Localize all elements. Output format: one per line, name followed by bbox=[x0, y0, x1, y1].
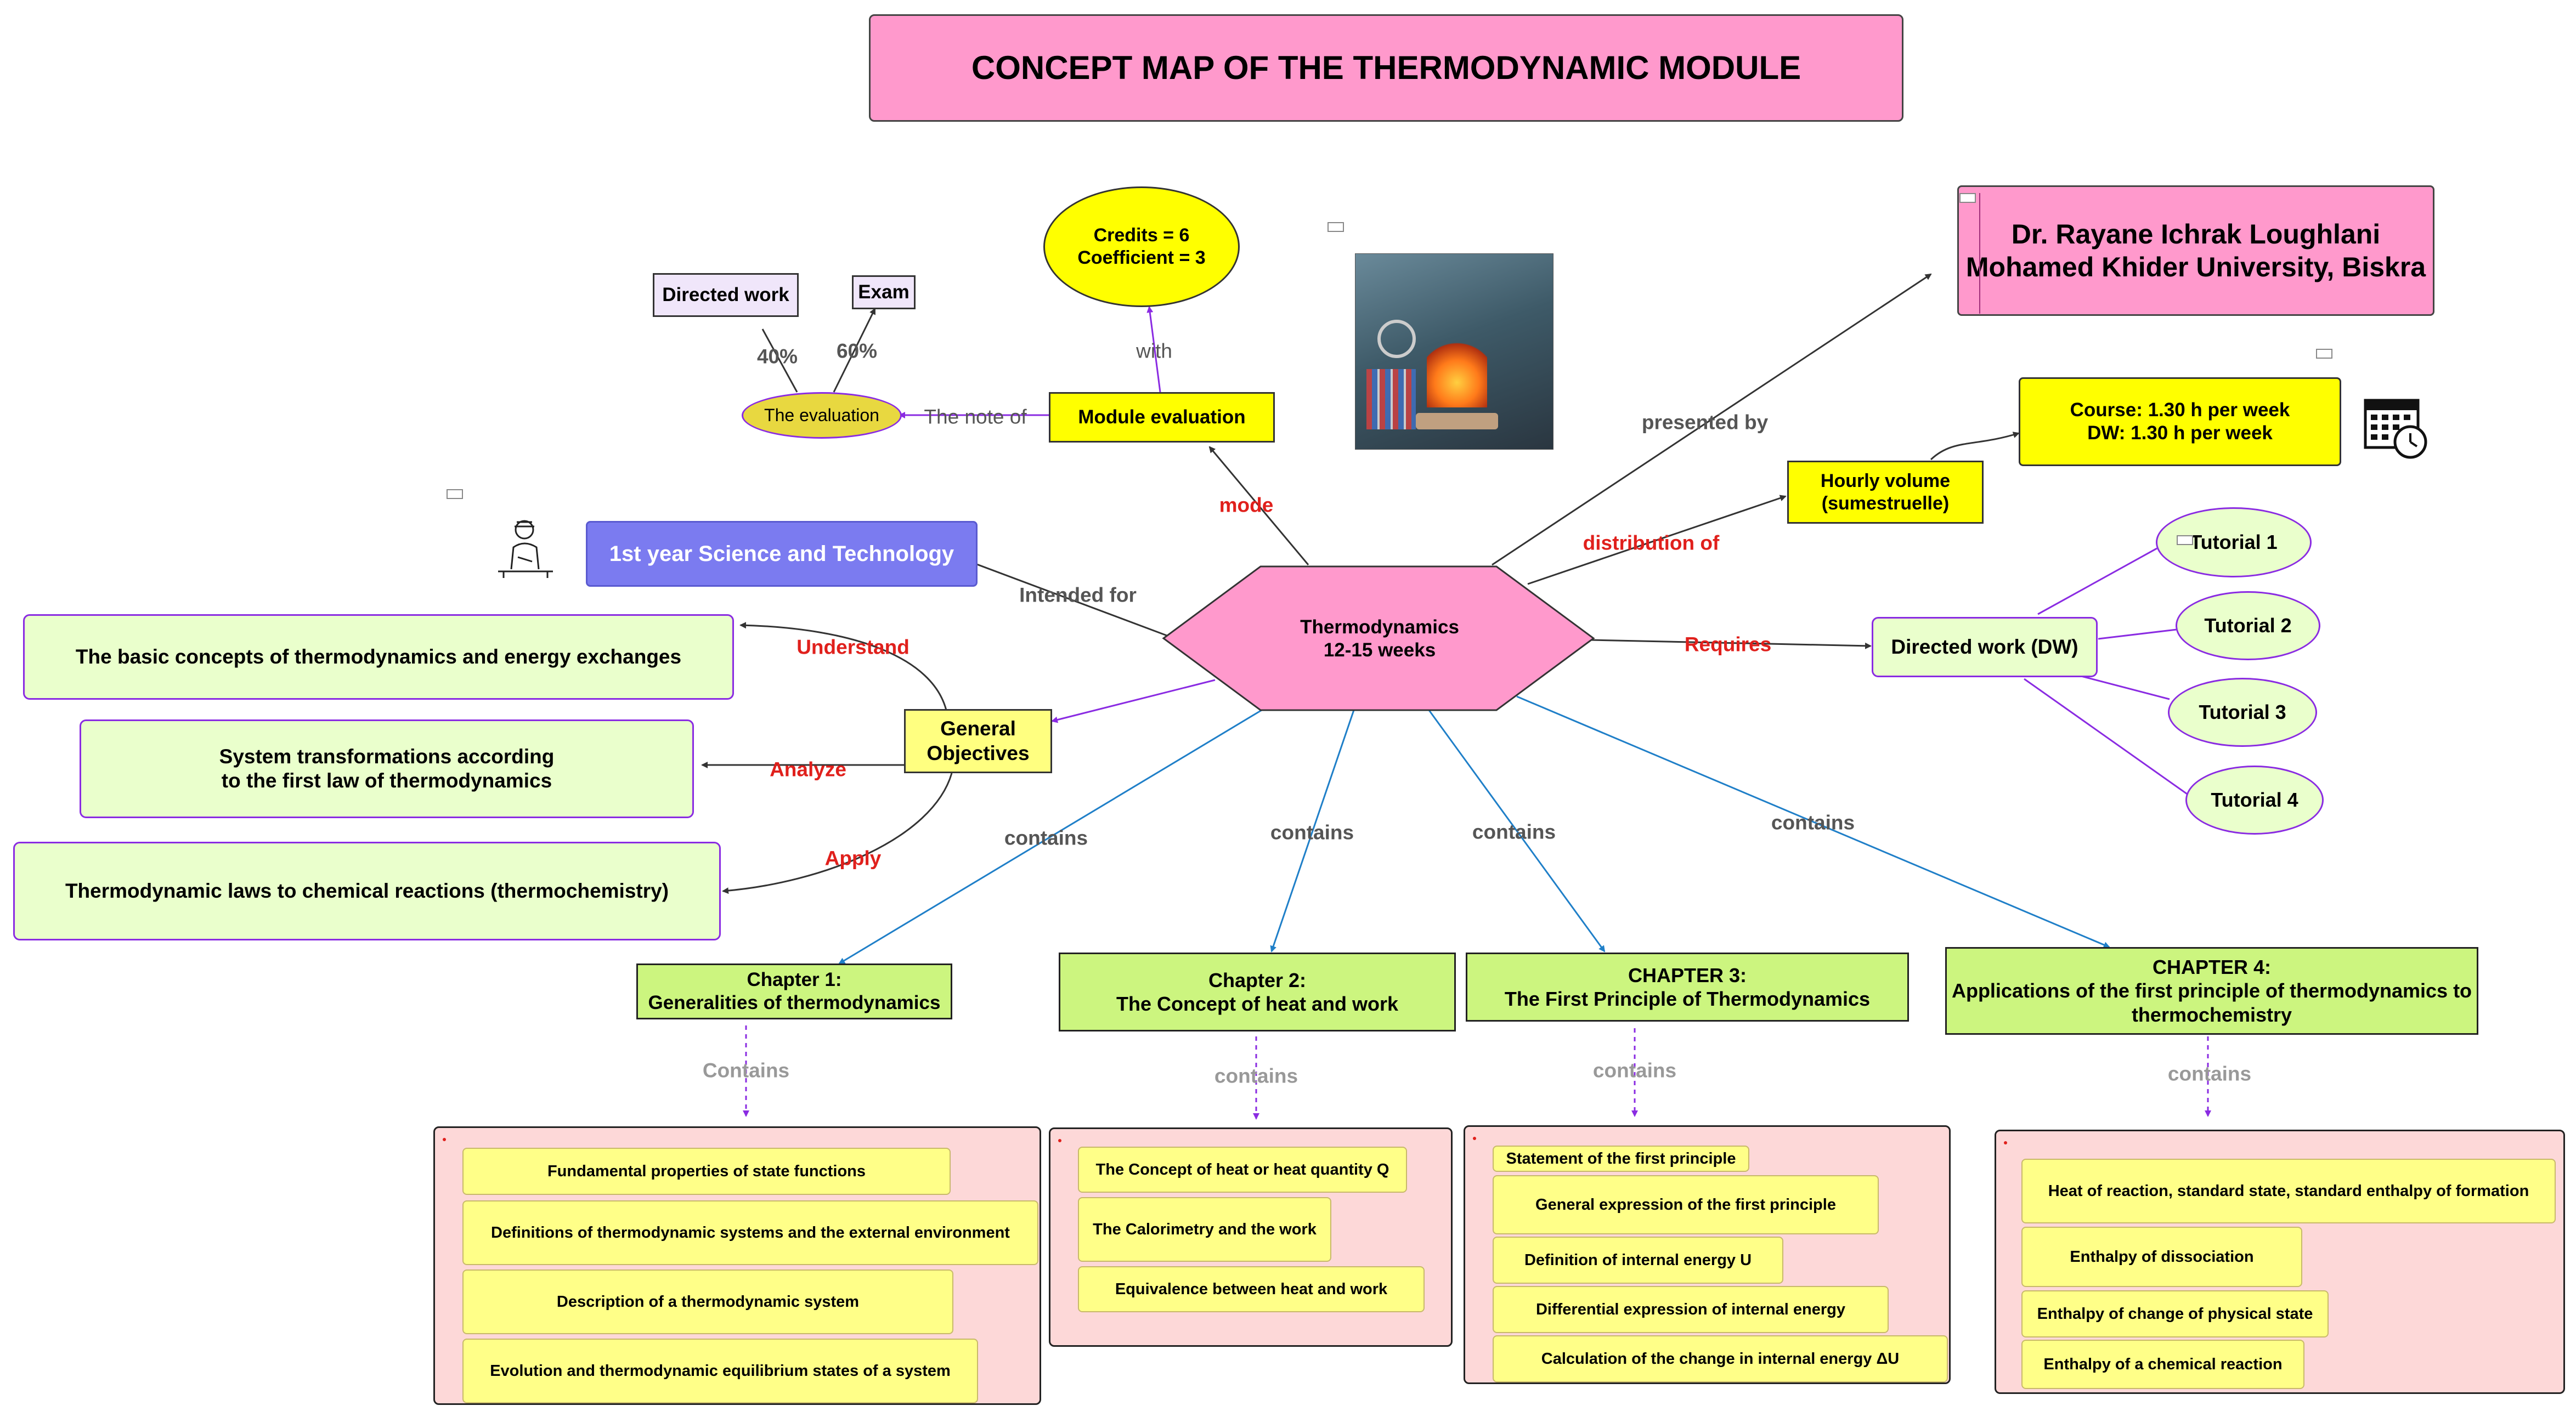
link-label-distribution-of: distribution of bbox=[1583, 531, 1720, 554]
audience-box: 1st year Science and Technology bbox=[586, 521, 978, 587]
chapter-3-panel: Statement of the first principle General… bbox=[1464, 1125, 1951, 1384]
panel-marker bbox=[443, 1138, 446, 1141]
link-label-Contains-1: Contains bbox=[702, 1059, 790, 1082]
note-icon bbox=[1959, 193, 1976, 203]
center-hexagon bbox=[1162, 565, 1595, 711]
link-label-mode: mode bbox=[1219, 494, 1274, 517]
link-label-intended-for: Intended for bbox=[1019, 583, 1137, 607]
chapter-2-item: The Calorimetry and the work bbox=[1078, 1197, 1331, 1262]
link-label-contains-1: contains bbox=[1004, 826, 1088, 849]
note-icon bbox=[2316, 349, 2332, 359]
chapter-4-item: Enthalpy of dissociation bbox=[2021, 1227, 2302, 1287]
chapter-4: CHAPTER 4: Applications of the first pri… bbox=[1945, 947, 2478, 1035]
note-icon bbox=[447, 489, 463, 499]
chapter-3-item: Definition of internal energy U bbox=[1493, 1237, 1783, 1284]
chapter-1: Chapter 1: Generalities of thermodynamic… bbox=[636, 963, 952, 1019]
link-label-contains-3: contains bbox=[1472, 820, 1556, 843]
gauge-icon bbox=[1377, 320, 1416, 358]
tutorial-4: Tutorial 4 bbox=[2185, 766, 2324, 835]
link-label-understand: Understand bbox=[796, 636, 909, 659]
chapter-4-item: Heat of reaction, standard state, standa… bbox=[2021, 1159, 2556, 1223]
center-topic: Thermodynamics 12-15 weeks bbox=[1300, 616, 1459, 661]
objective-apply: Thermodynamic laws to chemical reactions… bbox=[13, 842, 721, 940]
calendar-icon bbox=[2363, 396, 2427, 459]
student-icon bbox=[493, 514, 558, 580]
link-label-contains-2: contains bbox=[1270, 821, 1354, 844]
chapter-4-item: Enthalpy of change of physical state bbox=[2021, 1290, 2329, 1337]
directed-work-eval-box: Directed work bbox=[653, 273, 799, 317]
evaluation-oval: The evaluation bbox=[742, 392, 902, 439]
chapter-3-item: Calculation of the change in internal en… bbox=[1493, 1335, 1948, 1382]
page-title: CONCEPT MAP OF THE THERMODYNAMIC MODULE bbox=[869, 14, 1903, 122]
link-label-presented-by: presented by bbox=[1641, 411, 1769, 434]
chapter-3: CHAPTER 3: The First Principle of Thermo… bbox=[1466, 953, 1909, 1022]
tube-rack bbox=[1366, 369, 1416, 429]
link-label-note-of: The note of bbox=[924, 405, 1027, 428]
burner-base bbox=[1416, 413, 1498, 429]
chapter-2-item: The Concept of heat or heat quantity Q bbox=[1078, 1147, 1407, 1193]
link-label-apply: Apply bbox=[824, 847, 882, 870]
chapter-2-item: Equivalence between heat and work bbox=[1078, 1266, 1425, 1312]
chapter-4-item: Enthalpy of a chemical reaction bbox=[2021, 1340, 2304, 1389]
chapter-2-panel: The Concept of heat or heat quantity Q T… bbox=[1049, 1127, 1453, 1347]
tutorial-2: Tutorial 2 bbox=[2176, 591, 2320, 660]
link-label-60: 60% bbox=[836, 339, 878, 362]
link-label-contains-4: contains bbox=[1771, 811, 1855, 834]
link-label-Contains-3: contains bbox=[1592, 1059, 1677, 1082]
link-label-requires: Requires bbox=[1684, 633, 1772, 656]
chapter-3-item: General expression of the first principl… bbox=[1493, 1175, 1879, 1234]
objectives-box: General Objectives bbox=[904, 709, 1052, 773]
chapter-1-item: Fundamental properties of state function… bbox=[462, 1148, 951, 1195]
author-name: Dr. Rayane Ichrak Loughlani bbox=[2011, 219, 2381, 250]
tutorial-3: Tutorial 3 bbox=[2168, 678, 2317, 747]
chapter-1-panel: Fundamental properties of state function… bbox=[433, 1126, 1041, 1405]
link-label-Contains-2: contains bbox=[1214, 1064, 1298, 1087]
chapter-1-item: Description of a thermodynamic system bbox=[462, 1269, 953, 1334]
author-box: Dr. Rayane Ichrak Loughlani Mohamed Khid… bbox=[1957, 185, 2434, 316]
objective-analyze: System transformations according to the … bbox=[80, 719, 694, 818]
chapter-3-item: Differential expression of internal ener… bbox=[1493, 1286, 1889, 1333]
link-label-Contains-4: contains bbox=[2167, 1062, 2252, 1085]
panel-marker bbox=[1058, 1139, 1061, 1142]
panel-marker bbox=[1473, 1137, 1476, 1140]
module-evaluation-box: Module evaluation bbox=[1049, 392, 1275, 443]
directed-work-dw-box: Directed work (DW) bbox=[1872, 617, 2098, 677]
chapter-4-panel: Heat of reaction, standard state, standa… bbox=[1995, 1130, 2565, 1394]
author-affiliation: Mohamed Khider University, Biskra bbox=[1965, 252, 2426, 282]
link-label-analyze: Analyze bbox=[770, 758, 846, 781]
hourly-volume-box: Hourly volume (sumestruelle) bbox=[1787, 461, 1984, 524]
schedule-box: Course: 1.30 h per week DW: 1.30 h per w… bbox=[2019, 377, 2341, 466]
chapter-1-item: Definitions of thermodynamic systems and… bbox=[462, 1200, 1038, 1265]
chapter-2: Chapter 2: The Concept of heat and work bbox=[1059, 953, 1456, 1031]
flask-icon bbox=[1427, 336, 1487, 407]
link-label-with: with bbox=[1136, 339, 1172, 362]
exam-box: Exam bbox=[852, 275, 916, 309]
panel-marker bbox=[2004, 1141, 2007, 1144]
credits-oval: Credits = 6 Coefficient = 3 bbox=[1043, 186, 1240, 307]
note-icon bbox=[2177, 535, 2193, 545]
link-label-40: 40% bbox=[756, 345, 798, 368]
author-divider bbox=[1979, 193, 1980, 314]
chapter-1-item: Evolution and thermodynamic equilibrium … bbox=[462, 1339, 978, 1403]
note-icon bbox=[1327, 222, 1344, 232]
lab-image bbox=[1355, 253, 1553, 450]
objective-understand: The basic concepts of thermodynamics and… bbox=[23, 614, 734, 700]
chapter-3-item: Statement of the first principle bbox=[1493, 1146, 1749, 1172]
